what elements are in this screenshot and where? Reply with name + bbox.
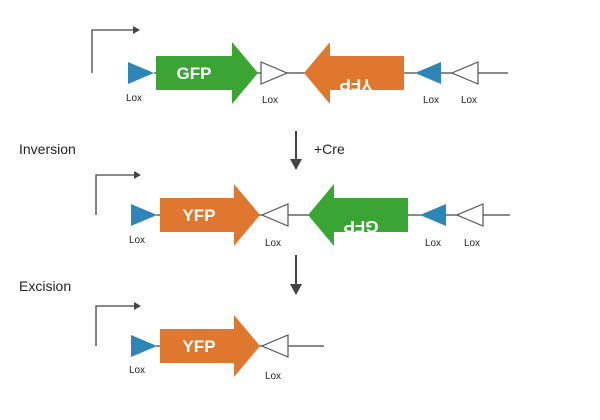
excision-label: Excision xyxy=(19,278,72,294)
down-arrowhead-icon xyxy=(290,159,302,170)
promoter-arrow-icon xyxy=(91,29,133,73)
cre-label: +Cre xyxy=(314,141,345,157)
lox-site-outline-icon xyxy=(260,203,289,227)
lox-site-outline-icon xyxy=(450,61,479,85)
lox-site-filled-icon xyxy=(131,204,157,226)
promoter-arrowhead-icon xyxy=(134,302,141,310)
yfp-gene-label: YFP xyxy=(182,206,215,225)
promoter-arrowhead-icon xyxy=(134,171,141,179)
lox-label: Lox xyxy=(425,238,441,249)
lox-label: Lox xyxy=(129,235,145,246)
lox-label: Lox xyxy=(129,365,145,376)
lox-site-outline-icon xyxy=(455,203,484,227)
construct-row-inverted: Lox YFP Lox GFP Lox Lox xyxy=(95,171,510,249)
promoter-arrowhead-icon xyxy=(133,26,140,34)
lox-label: Lox xyxy=(461,95,477,106)
inversion-label: Inversion xyxy=(19,141,76,157)
lox-site-filled-icon xyxy=(420,204,446,226)
yfp-gene-arrow-inverted xyxy=(304,42,404,104)
promoter-arrow-icon xyxy=(95,174,134,215)
lox-site-filled-icon xyxy=(131,335,157,357)
gfp-gene-label-inverted: GFP xyxy=(344,217,379,236)
gfp-gene-label: GFP xyxy=(177,64,212,83)
gfp-gene-arrow xyxy=(156,42,258,104)
lox-label: Lox xyxy=(265,238,281,249)
gfp-gene-arrow-inverted xyxy=(308,184,408,246)
lox-label: Lox xyxy=(464,238,480,249)
construct-row-initial: Lox GFP Lox YFP Lox Lox xyxy=(91,26,508,106)
lox-label: Lox xyxy=(126,93,142,104)
promoter-arrow-icon xyxy=(95,305,134,346)
lox-label: Lox xyxy=(262,95,278,106)
yfp-gene-arrow xyxy=(160,315,260,377)
lox-site-outline-icon xyxy=(260,334,289,358)
yfp-gene-label: YFP xyxy=(182,337,215,356)
down-arrowhead-icon xyxy=(290,284,302,295)
construct-row-excised: Lox YFP Lox xyxy=(95,302,324,382)
cre-step-arrow: +Cre xyxy=(290,131,345,170)
lox-site-outline-icon xyxy=(260,61,289,85)
lox-site-filled-icon xyxy=(128,62,154,84)
yfp-gene-label-inverted: YFP xyxy=(339,75,372,94)
lox-label: Lox xyxy=(265,371,281,382)
lox-label: Lox xyxy=(423,95,439,106)
yfp-gene-arrow xyxy=(160,184,260,246)
excision-step-arrow xyxy=(290,255,302,295)
lox-site-filled-icon xyxy=(415,62,441,84)
